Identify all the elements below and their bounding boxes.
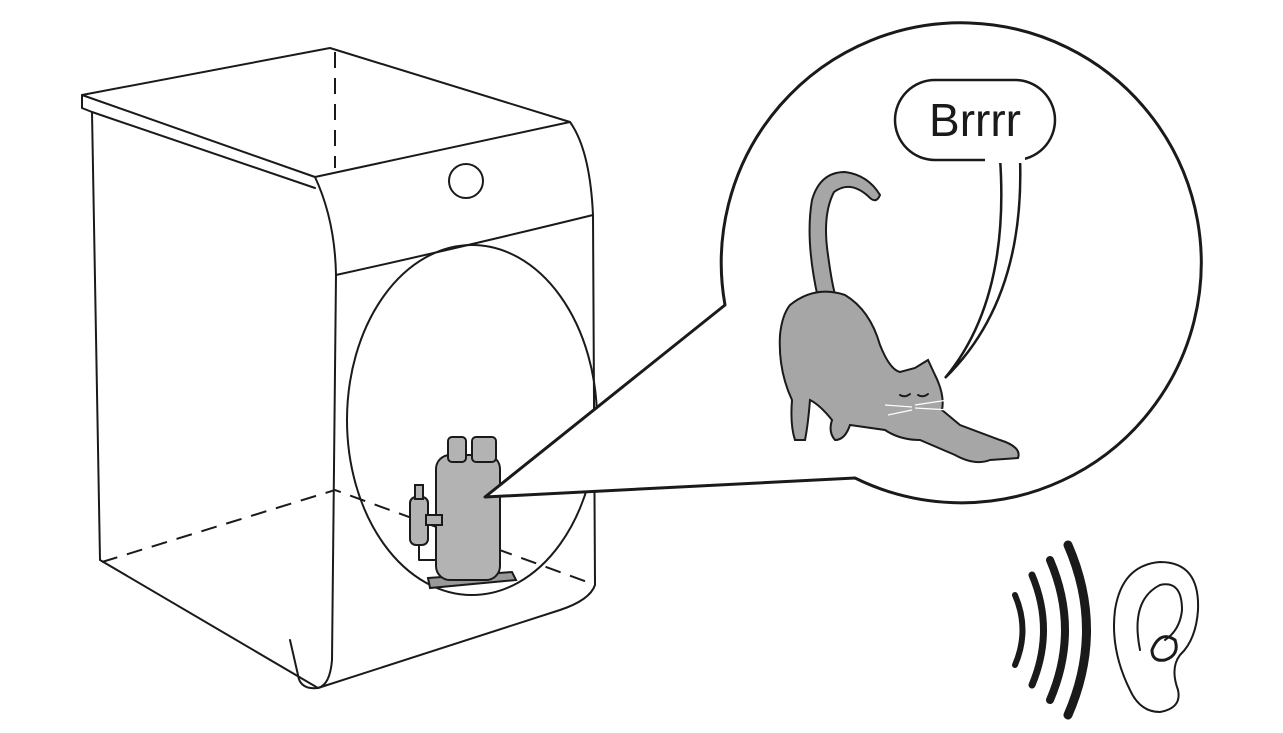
dryer	[81, 47, 598, 690]
ear-icon	[1113, 561, 1200, 713]
compressor	[409, 436, 518, 590]
compressor-port-1	[447, 436, 467, 463]
dryer-front-right	[289, 121, 596, 690]
bubble-joint	[985, 155, 1025, 163]
cat-eyes	[899, 393, 929, 398]
speech-bubble-text: Brrrr	[929, 94, 1021, 146]
dryer-left-side	[91, 111, 319, 689]
compressor-bracket	[425, 514, 443, 526]
compressor-body	[435, 454, 501, 581]
speech-bubble-box	[893, 78, 1057, 162]
compressor-pipe	[418, 544, 437, 561]
sound-waves-icon	[1012, 540, 1091, 720]
accumulator-pipe	[414, 484, 424, 500]
dryer-knob[interactable]	[448, 163, 484, 199]
dryer-front-left-edge	[314, 176, 337, 689]
dryer-top-edge	[81, 94, 316, 189]
speech-bubble: Brrrr	[893, 78, 1057, 379]
cat	[778, 170, 1020, 464]
cat-body	[778, 290, 1020, 464]
cat-whiskers	[884, 399, 951, 416]
speech-bubble-tail	[944, 157, 1022, 379]
hidden-edge-bottom	[101, 488, 591, 584]
compressor-port-2	[471, 436, 497, 463]
dryer-top	[81, 47, 571, 178]
dryer-panel-line	[335, 214, 594, 276]
cat-tail	[808, 170, 882, 299]
